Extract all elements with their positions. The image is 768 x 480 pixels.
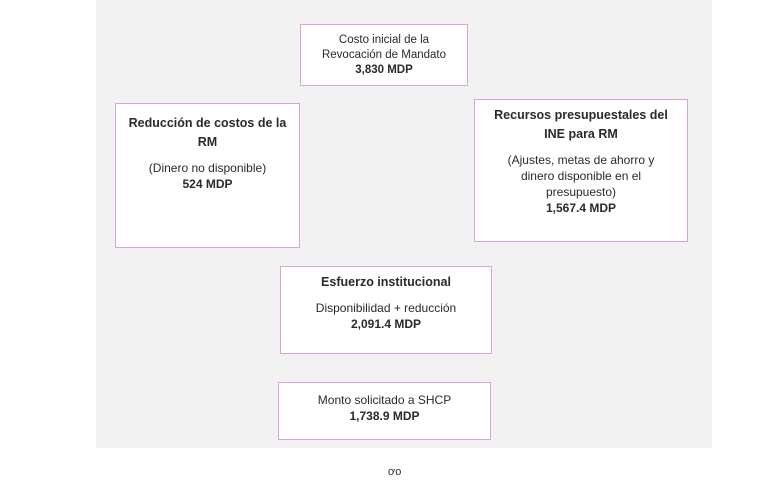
recursos-title-line2: INE para RM: [544, 127, 618, 141]
reduccion-note: (Dinero no disponible): [148, 161, 267, 175]
costo-inicial-line1: Costo inicial de la: [338, 34, 430, 46]
esfuerzo-amount: 2,091.4 MDP: [350, 317, 422, 331]
recursos-title-line1: Recursos presupuestales del: [494, 108, 668, 122]
page-footer-mark: ơo: [388, 466, 402, 478]
recursos-amount: 1,567.4 MDP: [545, 201, 617, 215]
box-esfuerzo-institucional: Esfuerzo institucional Disponibilidad + …: [280, 266, 492, 354]
monto-amount: 1,738.9 MDP: [349, 409, 420, 423]
reduccion-amount: 524 MDP: [182, 177, 233, 191]
recursos-note-line3: presupuesto): [545, 185, 617, 199]
costo-inicial-line2: Revocación de Mandato: [321, 49, 447, 61]
recursos-note-line2: dinero disponible en el: [520, 169, 642, 183]
box-reduccion-costos: Reducción de costos de la RM (Dinero no …: [115, 103, 300, 248]
recursos-note-line1: (Ajustes, metas de ahorro y: [507, 153, 655, 167]
reduccion-title-line1: Reducción de costos de la: [128, 116, 287, 130]
box-costo-inicial: Costo inicial de la Revocación de Mandat…: [300, 24, 468, 86]
box-recursos-presupuestales: Recursos presupuestales del INE para RM …: [474, 99, 688, 242]
costo-inicial-amount: 3,830 MDP: [355, 64, 413, 76]
esfuerzo-title: Esfuerzo institucional: [321, 275, 451, 289]
box-monto-solicitado: Monto solicitado a SHCP 1,738.9 MDP: [278, 382, 491, 440]
esfuerzo-note: Disponibilidad + reducción: [315, 301, 457, 315]
monto-line1: Monto solicitado a SHCP: [317, 393, 452, 407]
reduccion-title-line2: RM: [197, 135, 218, 149]
